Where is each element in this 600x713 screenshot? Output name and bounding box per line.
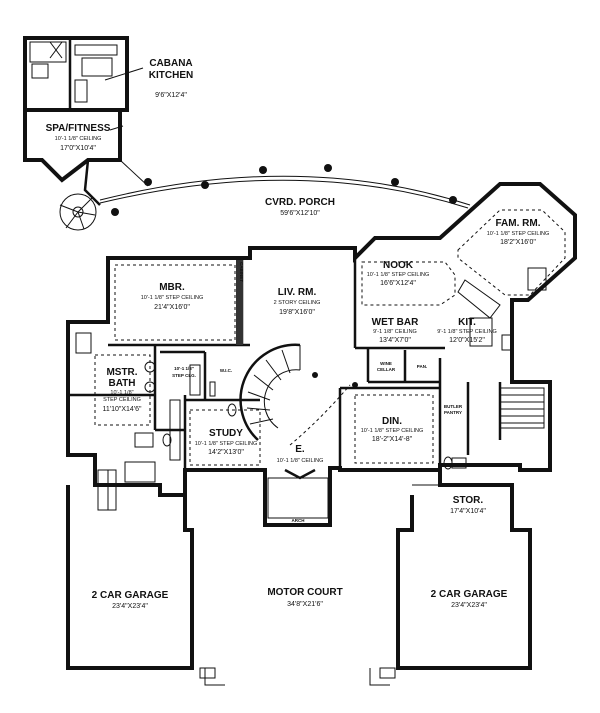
- motor-court-size: 34'8"X21'6": [287, 601, 323, 608]
- wine-label1: WINE: [380, 361, 392, 366]
- garage-right-size: 23'4"X23'4": [451, 602, 487, 609]
- arch-label: ARCH: [292, 518, 305, 523]
- kit-ceiling: 9'-1 1/8" STEP CEILING: [437, 329, 496, 335]
- wetbar-name: WET BAR: [372, 317, 419, 328]
- cabana-wing: [23, 36, 149, 231]
- din-name: DIN.: [382, 416, 402, 427]
- entry-porch: [267, 468, 329, 519]
- wetbar-size: 13'4"X7'0": [379, 337, 411, 344]
- din-size: 18'-2"X14'-8": [372, 436, 413, 443]
- mbr-name: MBR.: [159, 282, 185, 293]
- wine-label2: CELLAR: [377, 367, 396, 372]
- cabana-kitchen-name1: CABANA: [149, 58, 192, 69]
- labels: CABANA KITCHEN 9'6"X12'4" SPA/FITNESS 10…: [46, 58, 550, 610]
- nook-name: NOOK: [383, 260, 414, 271]
- covered-porch: [99, 164, 471, 216]
- liv-ceiling: 2 STORY CEILING: [274, 300, 321, 306]
- garage-left-size: 23'4"X23'4": [112, 603, 148, 610]
- kit-name: KIT.: [458, 317, 476, 328]
- study-name: STUDY: [209, 428, 243, 439]
- porch-name: CVRD. PORCH: [265, 197, 335, 208]
- liv-name: LIV. RM.: [278, 287, 317, 298]
- liv-size: 19'8"X16'0": [279, 309, 315, 316]
- spa-name: SPA/FITNESS: [46, 123, 111, 134]
- stor-name: STOR.: [453, 495, 484, 506]
- garages: [66, 470, 532, 686]
- fam-size: 18'2"X16'0": [500, 239, 536, 246]
- mbath-name1: MSTR.: [106, 367, 137, 378]
- kit-size: 12'0"X15'2": [449, 337, 485, 344]
- din-ceiling: 10'-1 1/8" STEP CEILING: [361, 428, 424, 434]
- step-clg-label1: 10'-1 1/8": [174, 366, 194, 371]
- nook-size: 16'6"X12'4": [380, 280, 416, 287]
- house-walls: [66, 182, 577, 527]
- stor-size: 17'4"X10'4": [450, 508, 486, 515]
- cabinet-label: CABINET: [239, 262, 244, 282]
- entry-ceiling: 10'-1 1/8" CEILING: [277, 458, 324, 464]
- wetbar-ceiling: 9'-1 1/8" CEILING: [373, 329, 417, 335]
- entry-name: E.: [295, 444, 305, 455]
- wic-label: W.I.C.: [220, 368, 232, 373]
- garage-left-name: 2 CAR GARAGE: [92, 590, 169, 601]
- mbath-ceiling2: STEP CEILING: [103, 397, 141, 403]
- cabana-kitchen-size: 9'6"X12'4": [155, 92, 187, 99]
- butler-label1: BUTLER: [444, 404, 463, 409]
- garage-right-name: 2 CAR GARAGE: [431, 589, 508, 600]
- step-ceilings: [94, 209, 566, 466]
- study-size: 14'2"X13'0": [208, 449, 244, 456]
- step-clg-label2: STEP CLG.: [172, 373, 196, 378]
- fam-name: FAM. RM.: [496, 218, 541, 229]
- cabana-kitchen-name2: KITCHEN: [149, 70, 193, 81]
- nook-ceiling: 10'-1 1/8" STEP CEILING: [367, 272, 430, 278]
- spa-size: 17'0"X10'4": [60, 145, 96, 152]
- mbath-name2: BATH: [108, 378, 135, 389]
- mbath-ceiling1: 10'-1 1/8": [110, 390, 133, 396]
- fam-ceiling: 10'-1 1/8" STEP CEILING: [487, 231, 550, 237]
- study-ceiling: 10'-1 1/8" STEP CEILING: [195, 441, 258, 447]
- porch-size: 59'6"X12'10": [280, 210, 320, 217]
- mbr-size: 21'4"X16'0": [154, 304, 190, 311]
- motor-court-name: MOTOR COURT: [267, 587, 342, 598]
- pan-label: PAN.: [417, 364, 427, 369]
- mbr-ceiling: 10'-1 1/8" STEP CEILING: [141, 295, 204, 301]
- butler-label2: PANTRY: [444, 410, 462, 415]
- spiral-staircase: [239, 343, 358, 446]
- spa-ceiling: 10'-1 1/8" CEILING: [55, 136, 102, 142]
- mbath-size: 11'10"X14'6": [102, 406, 142, 413]
